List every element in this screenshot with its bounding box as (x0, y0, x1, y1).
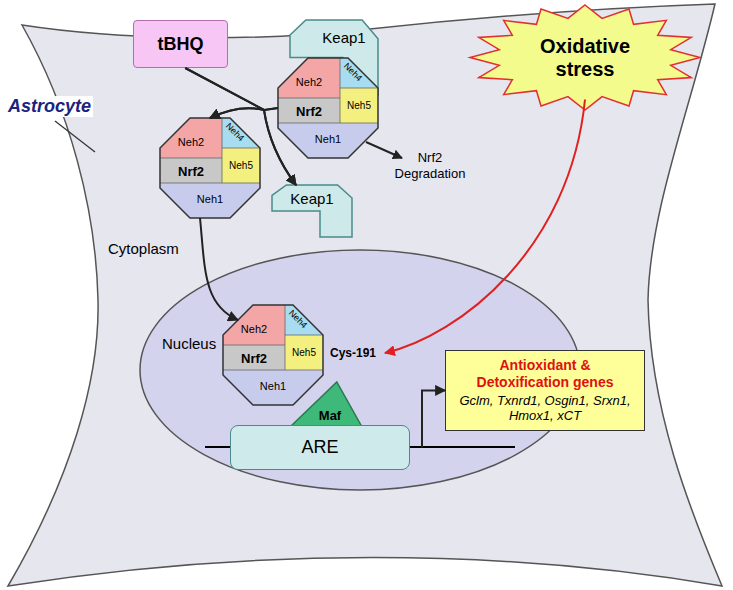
maf-protein: Maf (290, 382, 362, 427)
nrf2-protein-label: Nrf2 (178, 164, 204, 179)
gene-box: Antioxidant & Detoxification genesGclm, … (445, 350, 645, 431)
keap1-protein: Keap1 (272, 185, 352, 237)
nrf2-protein-label: Cys-191 (330, 346, 376, 360)
arrow-connector (185, 68, 296, 185)
nrf2-protein-label: Neh5 (347, 100, 371, 111)
nrf2-protein-label: Neh1 (315, 133, 341, 145)
are-element-label: ARE (301, 437, 338, 458)
nrf2-protein-label: Neh2 (296, 76, 322, 88)
degradation-label: Nrf2 Degradation (385, 150, 475, 181)
leader-line (55, 121, 95, 152)
nucleus: NucleusNeh2Neh4Neh5Nrf2Neh1Cys-191MafARE… (140, 250, 580, 490)
keap1-protein-label: Keap1 (322, 29, 365, 46)
degradation-arrow (366, 142, 402, 158)
stress-burst: Oxidative stress (470, 5, 700, 110)
stress-burst-label: Oxidative stress (515, 35, 655, 81)
astrocyte-cell-label: Astrocyte (6, 96, 93, 117)
nucleus-label: Nucleus (162, 335, 216, 352)
nrf2-protein-label: Neh2 (241, 323, 267, 335)
arrow-connector (185, 68, 264, 118)
are-element: ARE (230, 425, 410, 470)
arrow-connector (264, 108, 296, 185)
nrf2-protein-label: Nrf2 (241, 351, 267, 366)
nrf2-protein-label: Neh5 (229, 160, 253, 171)
keap1-protein-label: Keap1 (290, 190, 333, 207)
nrf2-protein-label: Neh1 (197, 193, 223, 205)
nrf2-protein: Neh2Neh4Neh5Nrf2Neh1Cys-191 (223, 305, 383, 405)
nrf2-protein-label: Neh1 (260, 380, 286, 392)
arrow-connector (200, 218, 238, 320)
arrow-connector (385, 100, 585, 354)
gene-box-label: Gclm, Txnrd1, Osgin1, Srxn1, Hmox1, xCT (454, 393, 636, 424)
compound-box: tBHQ (133, 20, 228, 68)
maf-protein-label: Maf (319, 408, 341, 423)
compound-box-label: tBHQ (158, 34, 204, 55)
nrf2-protein-label: Neh5 (292, 347, 316, 358)
nrf2-protein: Neh2Neh4Neh5Nrf2Neh1 (160, 118, 260, 218)
gene-box-label: Antioxidant & Detoxification genes (454, 357, 636, 391)
nrf2-protein: Neh2Neh4Neh5Nrf2Neh1 (278, 58, 378, 158)
nrf2-protein-label: Nrf2 (296, 104, 322, 119)
astrocyte-cell-label: Cytoplasm (108, 240, 179, 257)
nrf2-protein-label: Neh2 (178, 136, 204, 148)
arrow-connector (422, 390, 445, 447)
